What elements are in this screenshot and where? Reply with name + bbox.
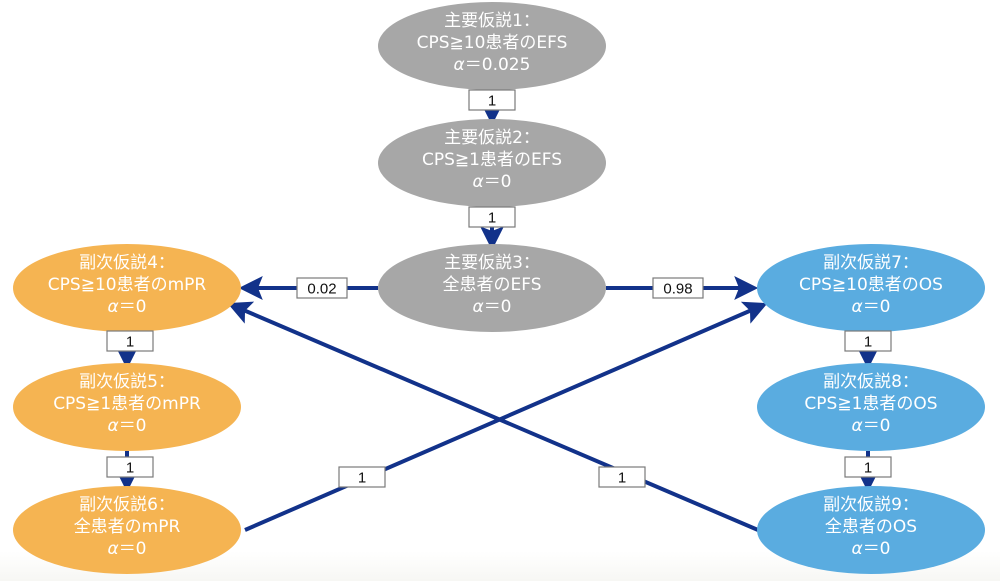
edge-arrow-h9-to-h4	[227, 301, 759, 532]
edge-weight-label: 1	[106, 330, 154, 352]
hypothesis-subject: 全患者のOS	[825, 517, 917, 537]
edge-weight-label: 1	[468, 206, 516, 228]
edge-weight-label: 1	[844, 456, 892, 478]
alpha-symbol: α	[454, 55, 465, 75]
edge-weight-value: 1	[358, 470, 366, 487]
edge-weight-box	[338, 466, 386, 488]
edge-weight-label: 0.98	[652, 277, 704, 299]
hypothesis-ellipse	[378, 2, 606, 90]
edge-labels-layer: 1 1 0.02 0.98 1 1 1 1 1 1	[106, 89, 892, 488]
hypothesis-subject: CPS≧10患者のEFS	[417, 33, 568, 53]
alpha-value: ＝0.025	[465, 55, 531, 75]
edge-weight-value: 1	[126, 460, 134, 477]
edge-weight-label: 1	[598, 466, 646, 488]
alpha-value: ＝0	[484, 172, 512, 192]
edge-weight-box	[844, 330, 892, 352]
alpha-symbol: α	[472, 297, 483, 317]
edge-weight-value: 1	[864, 334, 872, 351]
hypothesis-alpha: α＝0	[851, 297, 890, 317]
hypothesis-alpha: α＝0	[472, 297, 511, 317]
alpha-symbol: α	[107, 416, 118, 436]
hypothesis-ellipse	[13, 486, 241, 574]
hypothesis-ellipse	[757, 486, 985, 574]
hypothesis-ellipse	[378, 119, 606, 207]
edge-weight-label: 1	[106, 456, 154, 478]
hypothesis-alpha: α＝0	[851, 416, 890, 436]
edge-weight-value: 0.02	[307, 281, 336, 298]
edge-weight-value: 1	[864, 460, 872, 477]
hypothesis-title: 副次仮説8：	[823, 372, 919, 392]
alpha-value: ＝0	[863, 416, 891, 436]
hypothesis-subject: CPS≧1患者のEFS	[422, 150, 562, 170]
edge-weight-label: 0.02	[296, 277, 348, 299]
edge-weight-label: 1	[468, 89, 516, 111]
edge-weight-box	[652, 277, 704, 299]
hypothesis-ellipse	[757, 244, 985, 332]
edge-weight-box	[844, 456, 892, 478]
hypothesis-ellipse	[13, 244, 241, 332]
edge-weight-value: 0.98	[663, 281, 692, 298]
hypothesis-subject: 全患者のEFS	[442, 275, 541, 295]
alpha-value: ＝0	[484, 297, 512, 317]
edge-weight-label: 1	[338, 466, 386, 488]
hypothesis-title: 副次仮説6：	[79, 495, 175, 515]
hypothesis-title: 主要仮説1：	[444, 11, 540, 31]
hypothesis-title: 副次仮説7：	[823, 253, 919, 273]
alpha-value: ＝0	[863, 297, 891, 317]
hypothesis-subject: CPS≧10患者のmPR	[48, 275, 207, 295]
edge-arrow-h6-to-h7	[244, 301, 768, 532]
edge-weight-box	[598, 466, 646, 488]
hypothesis-title: 主要仮説3：	[444, 253, 540, 273]
edge-weight-box	[468, 89, 516, 111]
hypothesis-alpha: α＝0	[472, 172, 511, 192]
alpha-symbol: α	[851, 539, 862, 559]
alpha-symbol: α	[851, 416, 862, 436]
hypothesis-ellipse	[378, 244, 606, 332]
hypothesis-alpha: α＝0	[851, 539, 890, 559]
hypothesis-ellipse	[757, 363, 985, 451]
edge-weight-value: 1	[488, 210, 496, 227]
hypothesis-title: 副次仮説5：	[79, 372, 175, 392]
hypothesis-alpha: α＝0	[107, 297, 146, 317]
alpha-value: ＝0	[119, 297, 147, 317]
hypothesis-subject: 全患者のmPR	[74, 517, 181, 537]
hypothesis-ellipse	[13, 363, 241, 451]
alpha-symbol: α	[107, 297, 118, 317]
edge-weight-value: 1	[126, 334, 134, 351]
hypothesis-alpha: α＝0	[107, 416, 146, 436]
hypothesis-alpha: α＝0.025	[454, 55, 531, 75]
hypothesis-title: 副次仮説9：	[823, 495, 919, 515]
hypothesis-title: 副次仮説4：	[79, 253, 175, 273]
alpha-value: ＝0	[863, 539, 891, 559]
edge-weight-label: 1	[844, 330, 892, 352]
nodes-layer: 主要仮説1：CPS≧10患者のEFSα＝0.025主要仮説2：CPS≧1患者のE…	[13, 2, 985, 574]
hypothesis-title: 主要仮説2：	[444, 128, 540, 148]
alpha-symbol: α	[107, 539, 118, 559]
alpha-value: ＝0	[119, 416, 147, 436]
alpha-symbol: α	[472, 172, 483, 192]
edge-weight-box	[106, 330, 154, 352]
edge-weight-box	[296, 277, 348, 299]
hypothesis-alpha: α＝0	[107, 539, 146, 559]
edge-weight-box	[106, 456, 154, 478]
edge-weight-value: 1	[488, 93, 496, 110]
alpha-symbol: α	[851, 297, 862, 317]
edge-weight-value: 1	[618, 470, 626, 487]
alpha-value: ＝0	[119, 539, 147, 559]
hypothesis-subject: CPS≧1患者のOS	[804, 394, 937, 414]
hypothesis-subject: CPS≧1患者のmPR	[53, 394, 201, 414]
hypothesis-subject: CPS≧10患者のOS	[799, 275, 943, 295]
edge-weight-box	[468, 206, 516, 228]
